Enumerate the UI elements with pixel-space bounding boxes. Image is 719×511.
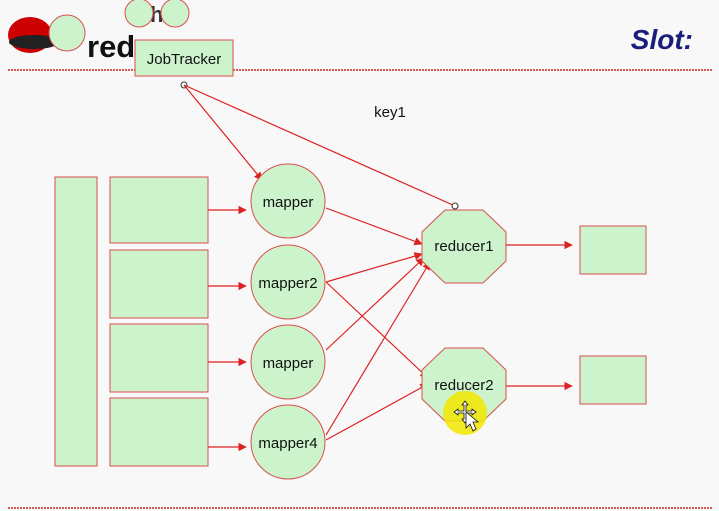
mapper-node-2[interactable]: mapper2 xyxy=(250,244,326,320)
jobtracker-label: JobTracker xyxy=(147,51,221,68)
mapper-label: mapper4 xyxy=(258,435,317,452)
cursor-highlight xyxy=(443,391,487,435)
connector-point[interactable] xyxy=(451,202,459,210)
input-split-box[interactable] xyxy=(109,397,209,467)
logo-text-red: red xyxy=(87,29,135,64)
move-cursor-icon xyxy=(453,400,480,432)
reducer-node-1[interactable]: reducer1 xyxy=(421,209,507,284)
selection-handle-circle[interactable] xyxy=(160,0,190,28)
input-split-box[interactable] xyxy=(109,176,209,244)
reducer-octagon[interactable] xyxy=(421,209,507,284)
mapper-to-reducer-arrow xyxy=(325,207,423,246)
reducer-label: reducer2 xyxy=(434,377,493,394)
mapper-circle[interactable] xyxy=(250,404,326,480)
mapper-circle[interactable] xyxy=(250,163,326,239)
mapper-to-reducer-arrow xyxy=(325,252,423,283)
output-box[interactable] xyxy=(579,225,647,275)
jobtracker-to-mapper-arrow xyxy=(183,84,263,181)
selection-handle-circle[interactable] xyxy=(124,0,154,28)
input-split-box[interactable] xyxy=(109,323,209,393)
mapper-label: mapper xyxy=(263,355,314,372)
mapper-label: mapper2 xyxy=(258,275,317,292)
mapper-node-1[interactable]: mapper xyxy=(250,163,326,239)
input-data-bar[interactable] xyxy=(54,176,98,467)
jobtracker-to-reducer-arrow xyxy=(183,84,456,207)
reducer-label: reducer1 xyxy=(434,238,493,255)
input-split-box[interactable] xyxy=(109,249,209,319)
mapper-to-reducer-arrow xyxy=(325,261,431,436)
mapper-circle[interactable] xyxy=(250,324,326,400)
jobtracker-box[interactable] xyxy=(134,39,234,77)
mapper-node-3[interactable]: mapper xyxy=(250,324,326,400)
mapper-node-4[interactable]: mapper4 xyxy=(250,404,326,480)
mapper-to-reducer-arrow xyxy=(325,383,429,441)
mapper-to-reducer-arrow xyxy=(325,281,429,379)
selection-handle-circle[interactable] xyxy=(48,14,86,52)
output-box[interactable] xyxy=(579,355,647,405)
slide-title: Slot: xyxy=(631,24,693,55)
mapper-to-reducer-arrow xyxy=(325,257,425,351)
mapper-label: mapper xyxy=(263,194,314,211)
key-label: key1 xyxy=(374,104,406,121)
mapper-circle[interactable] xyxy=(250,244,326,320)
logo-hat-brim xyxy=(9,35,59,49)
